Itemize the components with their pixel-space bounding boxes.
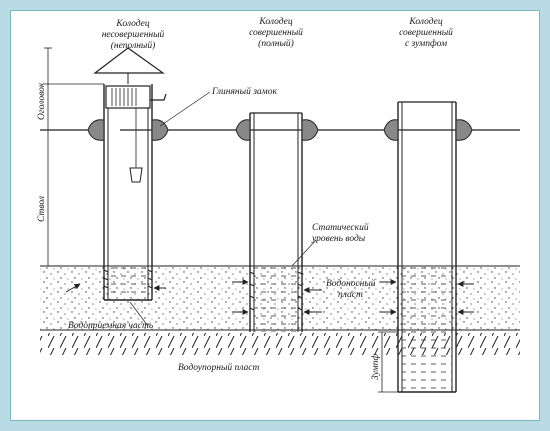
impermeable-layer	[40, 333, 520, 355]
dimension-lines	[44, 47, 398, 393]
well-1-title-line1: Колодец	[115, 18, 149, 29]
sump-label: Зумпф	[370, 354, 381, 380]
clay-lock-right	[455, 119, 473, 141]
impermeable-layer-label: Водоупорный пласт	[178, 362, 260, 373]
aquifer-label-line1: Водоносный	[326, 278, 376, 289]
crank-handle	[150, 93, 167, 101]
well-titles: Колодец несовершенный (неполный) Колодец…	[102, 16, 453, 51]
well-with-sump	[383, 101, 473, 393]
head-label: Оголовок	[37, 82, 47, 120]
clay-lock-left	[87, 119, 105, 141]
well-2-title-line1: Колодец	[258, 16, 292, 27]
inflow-arrows	[65, 279, 474, 315]
intake-part-label: Водоприемная часть	[68, 320, 154, 331]
well-perfect	[235, 112, 319, 332]
clay-lock-left	[235, 119, 251, 141]
clay-lock-left	[383, 119, 399, 141]
well-3-title-line2: совершенный	[399, 27, 453, 38]
clay-lock-label: Глиняный замок	[211, 86, 277, 97]
static-level-label-line1: Статический	[312, 222, 369, 233]
roof-icon	[93, 47, 165, 74]
shaft-label: Ствол	[37, 196, 47, 222]
well-3-title-line1: Колодец	[408, 16, 442, 27]
well-imperfect	[87, 47, 169, 301]
well-1-title-line2: несовершенный	[102, 29, 165, 40]
well-3-title-line3: с зумпфом	[405, 38, 447, 49]
well-2-title-line2: совершенный	[249, 27, 303, 38]
well-1-title-line3: (неполный)	[111, 40, 156, 51]
bucket-icon	[129, 167, 143, 183]
static-level-label-line2: уровень воды	[311, 233, 366, 244]
aquifer-label-line2: пласт	[338, 290, 363, 300]
leader-lines	[129, 91, 317, 327]
clay-lock-right	[151, 119, 169, 141]
well-2-title-line3: (полный)	[258, 38, 294, 49]
clay-lock-right	[301, 119, 319, 141]
